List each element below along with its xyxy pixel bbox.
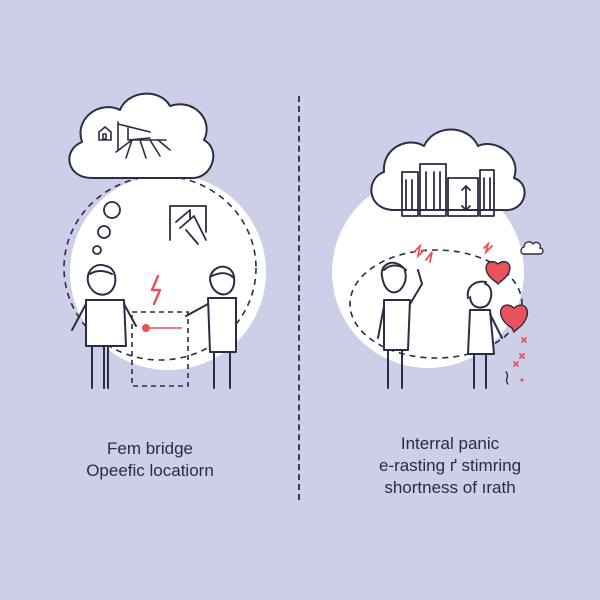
right-caption-line-2: e-rasting ґ stimring (378, 456, 522, 475)
heart-icon-top (485, 261, 511, 285)
wind-squiggle-icon (505, 371, 509, 385)
thought-cloud-icon (370, 128, 526, 212)
thought-bubble-medium (97, 225, 111, 239)
thought-bubble-small (92, 245, 102, 255)
left-caption-line-2: Opeefic locatiorn (86, 461, 214, 480)
right-illustration-panel (300, 0, 600, 600)
lightning-icon (150, 274, 162, 306)
left-caption-line-1: Fem bridge (107, 439, 193, 458)
right-dashed-orbit (349, 249, 523, 359)
left-caption: Fem bridge Opeefic locatiorn (0, 438, 300, 482)
connection-dot-icon (142, 324, 150, 332)
small-cloud-icon (520, 241, 544, 255)
right-caption: Interral panic e-rasting ґ stimring shor… (300, 433, 600, 499)
stress-squiggle-icon (413, 241, 493, 263)
buildings-icon (401, 163, 495, 217)
person-man-icon (377, 261, 423, 389)
person-right-icon (185, 265, 237, 389)
person-left-icon (71, 264, 137, 389)
thought-cloud-icon (68, 92, 215, 180)
doorway-icon (169, 205, 207, 245)
left-illustration-panel (63, 92, 266, 389)
left-illustration (63, 92, 266, 389)
center-divider (298, 96, 300, 500)
sparkle-icon (513, 337, 527, 382)
right-illustration (332, 128, 544, 389)
right-caption-line-3: shortness of ırath (384, 478, 516, 497)
right-caption-line-1: Interral panic (400, 434, 500, 453)
thought-bubble-large (103, 201, 121, 219)
house-bridge-icon (98, 121, 171, 159)
person-woman-icon (466, 280, 503, 389)
dashed-location-box (131, 311, 189, 387)
heart-icon-bottom (499, 304, 529, 334)
